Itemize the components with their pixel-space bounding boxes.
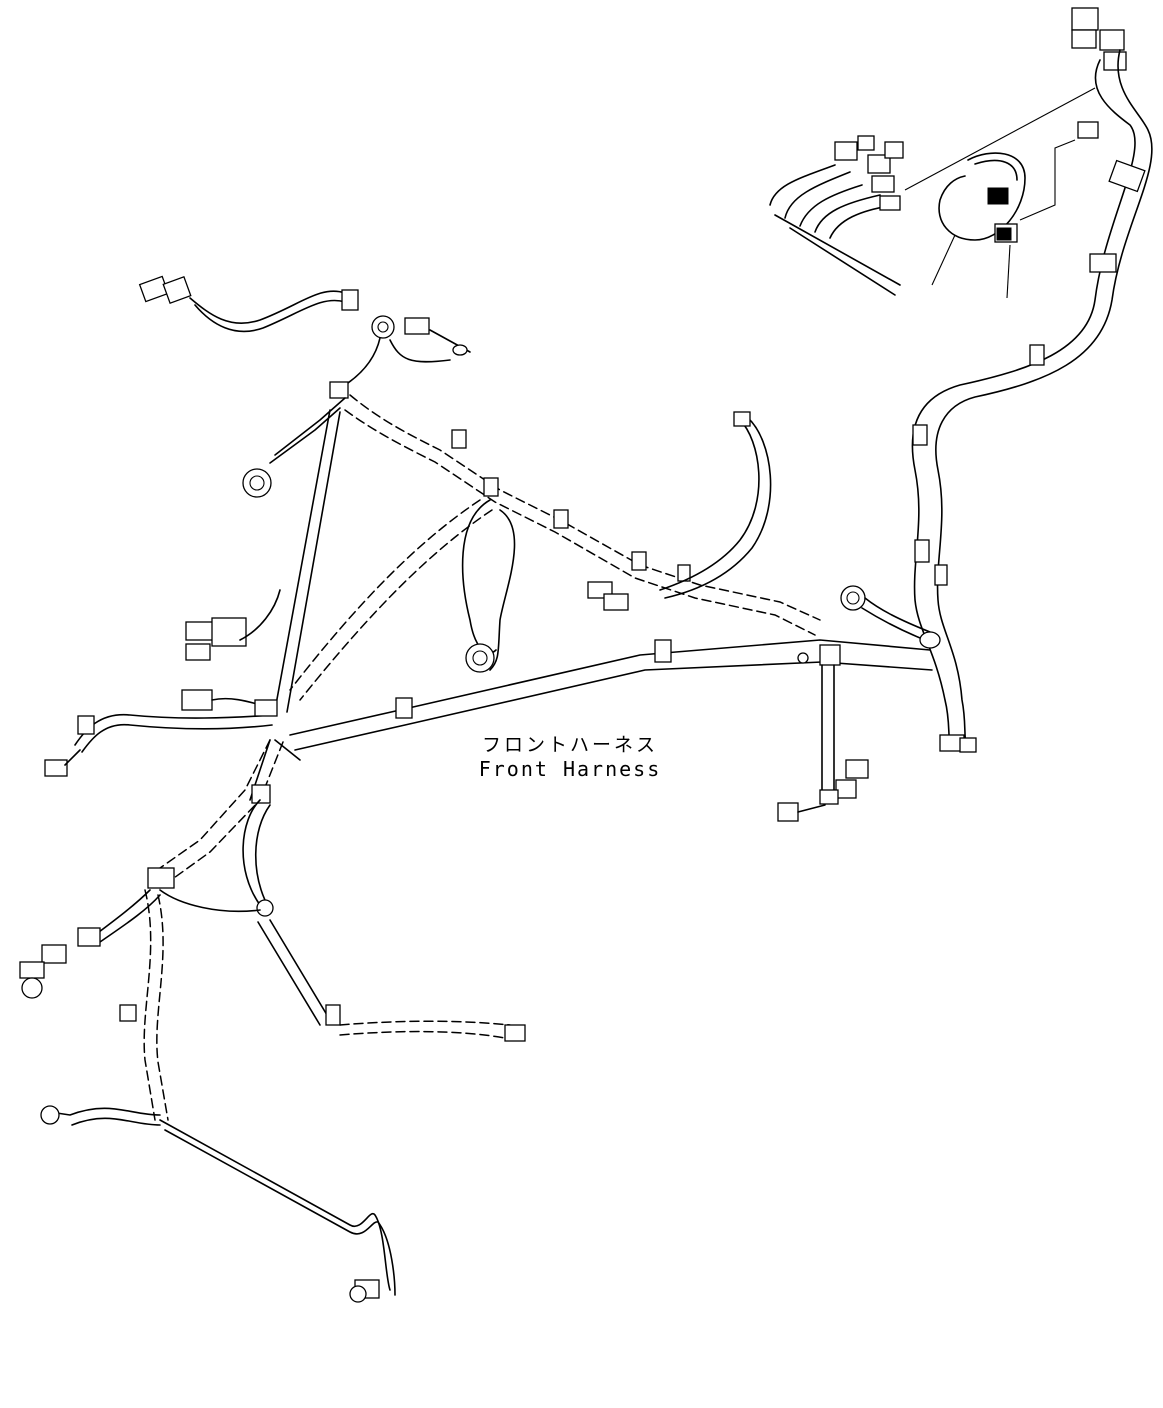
detail-view <box>769 87 1096 299</box>
right-branch <box>911 7 1153 753</box>
tl-connector-3 <box>404 317 430 335</box>
detail-clip-upper <box>987 187 1009 205</box>
detail-connector-6 <box>879 195 901 211</box>
clip-right-4 <box>934 564 948 586</box>
grommet-right <box>840 585 866 611</box>
center-bottom-connector-2 <box>835 779 857 799</box>
clip-l-6 <box>119 1004 137 1022</box>
clip-h-2 <box>654 639 672 663</box>
clip-l-5 <box>325 1004 341 1026</box>
clip-l-1 <box>77 715 95 735</box>
clip-h-1 <box>395 697 413 719</box>
grommet-top <box>371 315 395 339</box>
far-left-connector-1 <box>77 927 101 947</box>
clip-c-1 <box>451 429 467 449</box>
mid-connector <box>1077 121 1099 139</box>
bottom-terminal <box>349 1285 367 1303</box>
detail-connector-1 <box>834 141 858 161</box>
detail-connector-2 <box>857 135 875 151</box>
harness-label-japanese: フロントハーネス <box>481 734 658 756</box>
clip-l-4 <box>256 899 274 917</box>
right-bottom-connector-2 <box>959 737 977 753</box>
left-connector-2 <box>211 617 247 647</box>
center-bottom-connector-1 <box>845 759 869 779</box>
grommet-center <box>465 643 495 673</box>
top-right-terminal <box>733 411 751 427</box>
clip-c-2 <box>483 477 499 497</box>
top-connector-3 <box>1099 29 1125 51</box>
center-bottom-clip <box>819 789 839 805</box>
left-connector-5 <box>44 759 68 777</box>
left-connector-4 <box>181 689 213 711</box>
tl-connector-1 <box>138 275 170 303</box>
clip-c-3 <box>553 509 569 529</box>
lower-left-terminal <box>40 1105 60 1125</box>
clip-right-2 <box>912 424 928 446</box>
center-connector-2 <box>603 593 629 611</box>
detail-connector-4 <box>884 141 904 159</box>
top-connector-2 <box>1071 29 1097 49</box>
sleeve-2 <box>1089 253 1117 273</box>
center-bottom-terminal <box>777 802 799 822</box>
clip-right-3 <box>914 539 930 563</box>
far-left-connector-3 <box>19 961 45 979</box>
far-left-connector-2 <box>41 944 67 964</box>
clip-junction <box>254 699 278 717</box>
sleeve-1 <box>1108 159 1146 193</box>
harness-label-english: Front Harness <box>478 757 662 781</box>
harness-label: フロントハーネス Front Harness <box>470 733 670 781</box>
right-lower-connector <box>504 1024 526 1042</box>
clip-l-2 <box>251 784 271 804</box>
top-connector-1 <box>1071 7 1099 31</box>
terminal-top <box>452 344 468 356</box>
clip-right-1 <box>1029 344 1045 366</box>
clip-top-2 <box>329 381 349 399</box>
detail-connector-5 <box>871 175 895 193</box>
center-branch <box>138 275 941 822</box>
detail-connector-3 <box>867 154 891 174</box>
left-lower-branch <box>19 699 526 1303</box>
tl-connector-2 <box>162 276 192 304</box>
left-connector-3 <box>185 643 211 661</box>
clip-c-4 <box>631 551 647 571</box>
top-connector-4 <box>1103 51 1127 71</box>
clip-l-3 <box>147 867 175 889</box>
far-left-terminal <box>21 977 43 999</box>
grommet-left <box>242 468 272 498</box>
clip-top-1 <box>341 289 359 311</box>
detail-clip-lower-body <box>996 227 1012 241</box>
clip-h-3 <box>819 644 841 666</box>
